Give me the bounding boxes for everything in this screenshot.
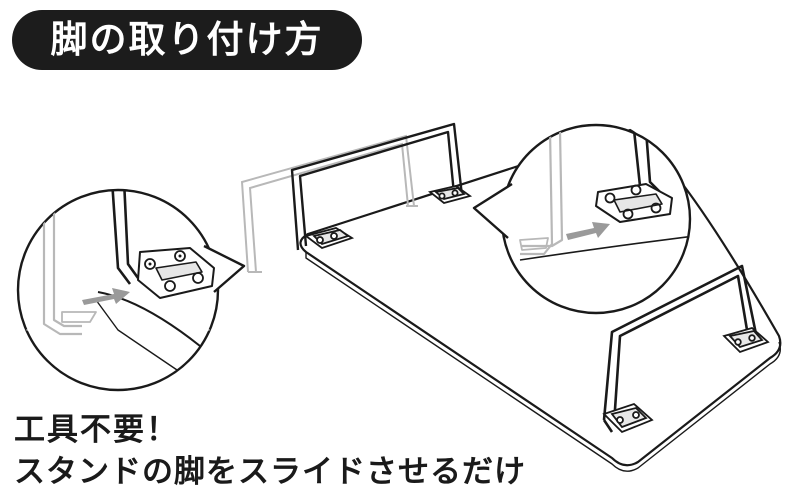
back-leg — [290, 122, 464, 251]
slide-arrow-icon — [82, 288, 130, 305]
zoom-callout-left — [16, 188, 246, 392]
bracket-front-left — [602, 402, 654, 434]
page-title: 脚の取り付け方 — [12, 10, 362, 70]
caption-line-1: 工具不要！ — [14, 412, 179, 448]
bracket-front-right — [722, 327, 770, 354]
ghost-leg-left — [240, 134, 418, 273]
zoom-callout-right — [472, 123, 692, 315]
bracket-back-left — [303, 227, 355, 250]
caption-line-2: スタンドの脚をスライドさせるだけ — [14, 454, 526, 490]
slide-arrow-icon — [566, 222, 610, 240]
bracket-back-right — [427, 185, 473, 204]
